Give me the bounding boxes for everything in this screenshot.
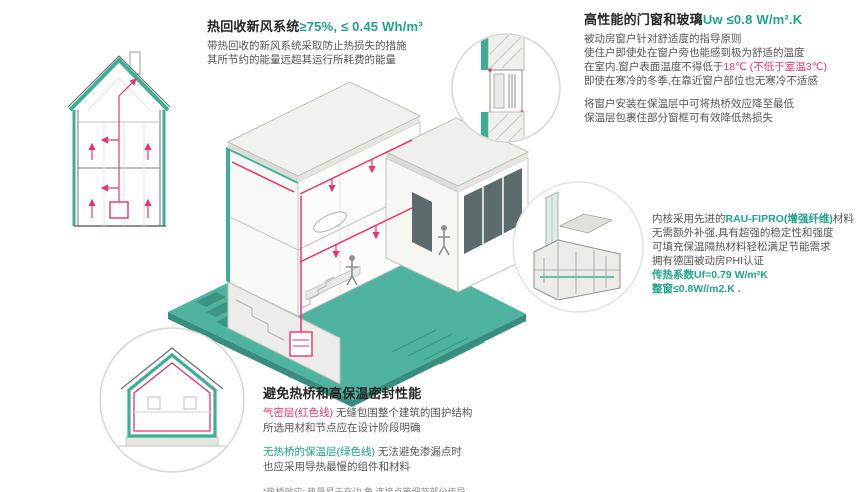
ventilation-unit [109, 201, 129, 219]
windows-title: 高性能的门窗和玻璃Uw ≤0.8 W/m².K [584, 13, 862, 27]
stairs [301, 276, 335, 309]
insulation-layer-line [127, 352, 217, 438]
sealing-section: 避免热桥和高保温密封性能 气密层(红色线) 无缝包围整个建筑的围护结构 所选用材… [263, 386, 583, 492]
sealing-line3: 无热桥的保温层(绿色线) 无法避免渗漏点时 [263, 446, 462, 458]
material-line1: 内核采用先进的RAU-FIPRO(增强纤维)材料 [652, 213, 854, 225]
windows-body-line1: 被动房窗户针对舒适度的指导原则 [584, 33, 742, 45]
person-figures [346, 225, 450, 286]
windows-title-value: Uw ≤0.8 W/m².K [702, 12, 803, 27]
windows-body-line4: 即使在寒冷的冬季,在靠近窗户部位也无寒冷不适感 [584, 75, 818, 87]
windows-body-line2: 使住户即使处在窗户旁也能感到极为舒适的温度 [584, 47, 805, 59]
material-uw-value: 整窗≤0.8W//m2.K . [652, 283, 741, 295]
sealing-line2: 所选用材和节点应在设计阶段明确 [263, 422, 421, 434]
ventilation-section: 热回收新风系统≥75%, ≤ 0.45 Wh/m³ 带热回收的新风系统采取防止热… [207, 20, 497, 67]
ground-hatch [391, 329, 485, 365]
insulation-layer-label: 无热桥的保温层(绿色线) [263, 446, 375, 458]
bathtub [313, 211, 347, 233]
section-elevation [67, 51, 171, 227]
basement-cut [227, 281, 341, 385]
windows-title-text: 高性能的门窗和玻璃 [584, 12, 703, 27]
window-profile-detail [512, 181, 644, 313]
windows-temperature-highlight: 18℃ (不低于室温3℃) [723, 61, 827, 73]
ventilation-body-line1: 带热回收的新风系统采取防止热损失的措施 [207, 40, 407, 52]
material-line4: 拥有德国被动房PHI认证 [652, 255, 765, 267]
windows-section: 高性能的门窗和玻璃Uw ≤0.8 W/m².K 被动房窗户针对舒适度的指导原则 … [584, 13, 862, 125]
glazed-wall [464, 168, 522, 254]
kitchen-counter [305, 265, 361, 301]
entry-door [412, 192, 432, 252]
windows-body-line3: 在室内,窗户表面温度不得低于18℃ (不低于室温3℃) [584, 61, 827, 73]
sealing-line4: 也应采用导热最慢的组件和材料 [263, 461, 410, 473]
material-line2: 无需额外补强,具有超强的稳定性和强度 [652, 227, 834, 239]
envelope-detail [99, 327, 245, 473]
windows-body-line6: 保温层包裹住部分窗框可有效降低热损失 [584, 112, 773, 124]
main-house-volume [226, 81, 422, 317]
airflow-arrows [88, 78, 152, 218]
ventilation-body-line2: 其所节约的能量远超其运行所耗费的能量 [207, 54, 396, 66]
ventilation-ducts [231, 139, 413, 332]
thermal-bridge-footnote: *热桥效应: 热量易于在边,角,连接点等细节部分传导 [263, 487, 466, 492]
sealing-line1: 气密层(红色线) 无缝包围整个建筑的围护结构 [263, 407, 473, 419]
right-wing-volume [384, 117, 530, 293]
material-brand-highlight: RAU-FIPRO(增强纤维) [725, 213, 833, 225]
ventilation-title-value: ≥75%, ≤ 0.45 Wh/m³ [299, 19, 423, 34]
airtight-layer-label: 气密层(红色线) [263, 407, 333, 419]
sealing-title: 避免热桥和高保温密封性能 [263, 386, 422, 401]
ventilation-title: 热回收新风系统≥75%, ≤ 0.45 Wh/m³ [207, 20, 497, 34]
window-install-detail [451, 33, 561, 143]
material-line3: 可填充保温隔热材料轻松满足节能需求 [652, 241, 831, 253]
material-uf-value: 传热系数Uf=0.79 W/m²K [652, 269, 768, 281]
material-section: 内核采用先进的RAU-FIPRO(增强纤维)材料 无需额外补强,具有超强的稳定性… [652, 212, 864, 296]
airtight-layer-line [133, 362, 211, 432]
windows-body-line5: 将窗户安装在保温层中可将热桥效应降至最低 [584, 98, 794, 110]
heat-recovery-unit [289, 331, 313, 357]
ventilation-title-text: 热回收新风系统 [207, 19, 300, 34]
